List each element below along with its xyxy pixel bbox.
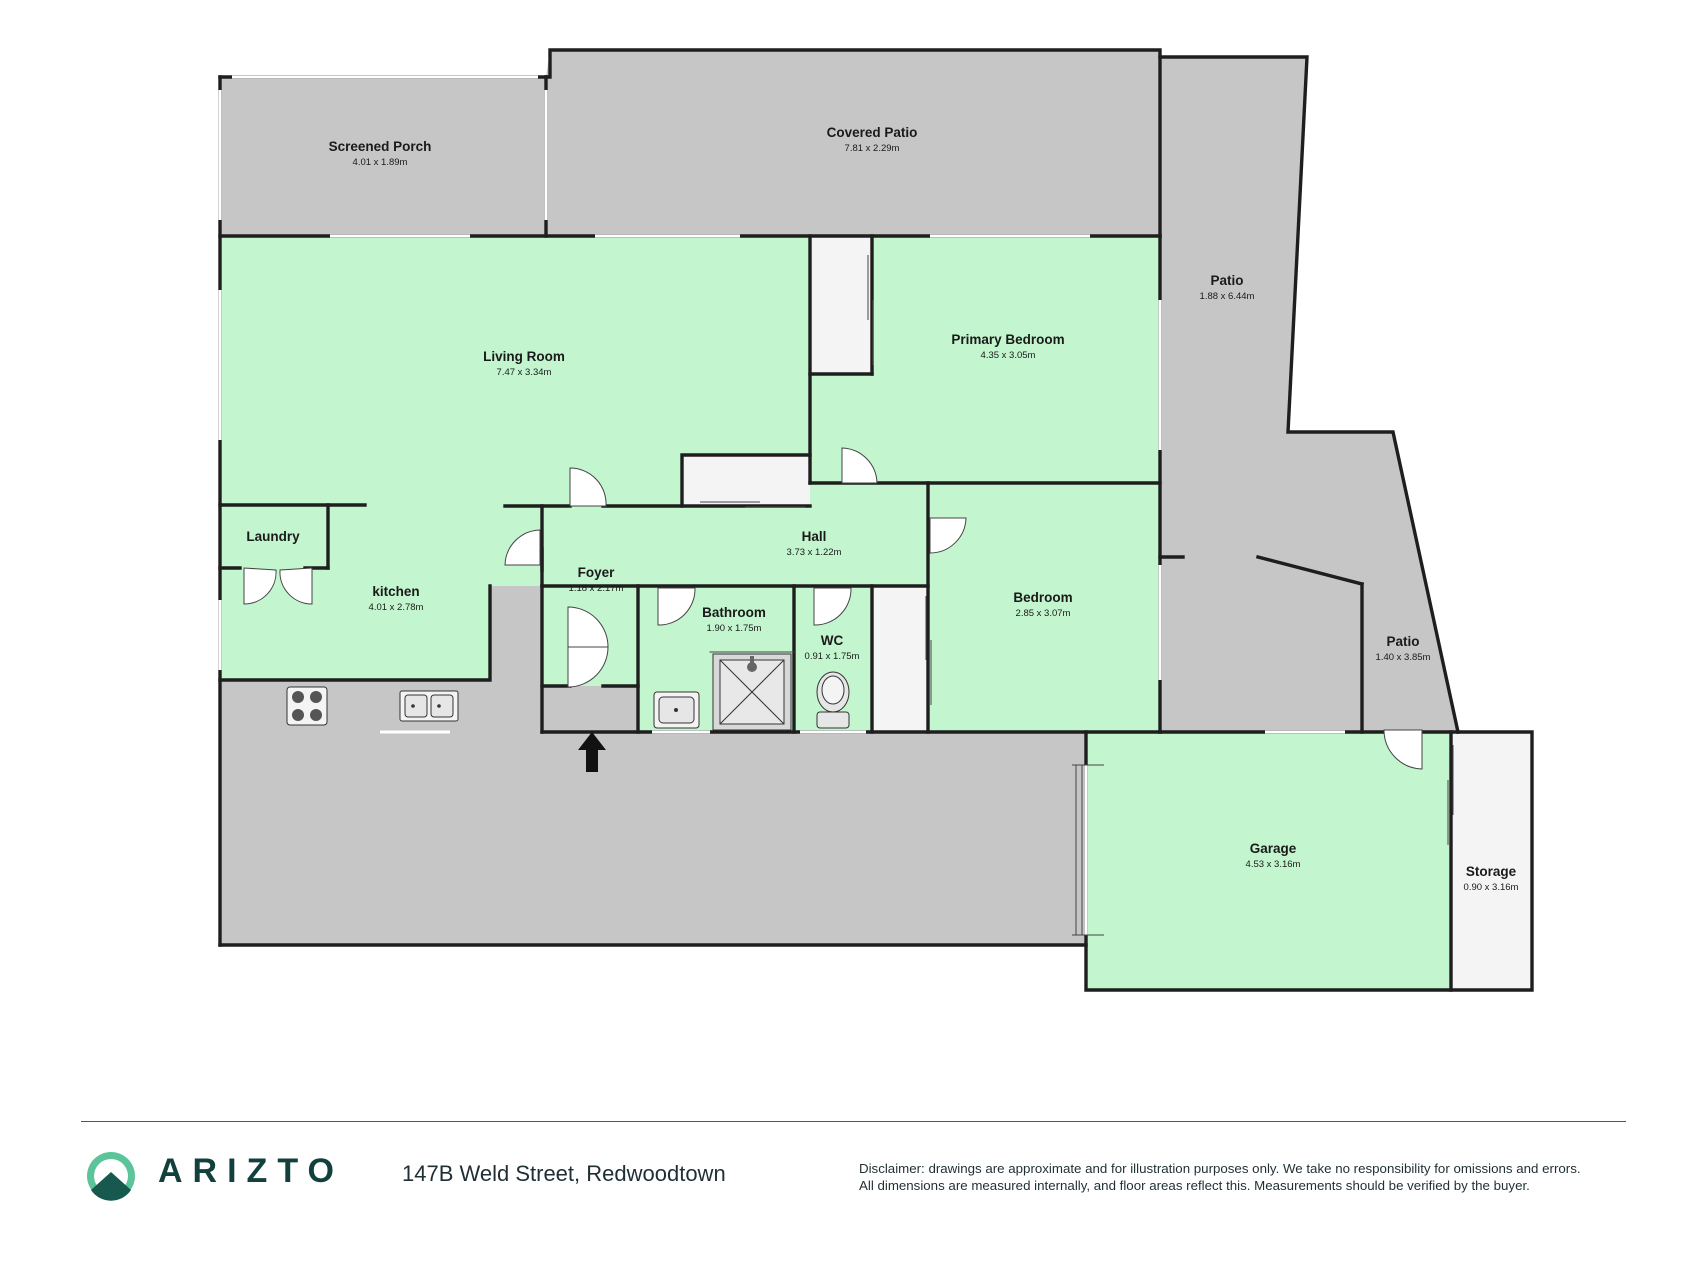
property-address: 147B Weld Street, Redwoodtown bbox=[402, 1161, 726, 1186]
foyer-entry-area bbox=[542, 686, 638, 732]
laundry-area bbox=[220, 505, 328, 568]
cooktop-icon bbox=[286, 686, 328, 726]
sliding-doors bbox=[700, 255, 1454, 936]
covered-patio-area bbox=[546, 50, 1160, 236]
primary-bedroom-area bbox=[810, 236, 1160, 483]
room-dims: 7.81 x 2.29m bbox=[845, 143, 900, 154]
room-name: kitchen bbox=[372, 584, 419, 599]
room-dims: 4.35 x 3.05m bbox=[981, 350, 1036, 361]
room-dims: 1.88 x 6.44m bbox=[1200, 291, 1255, 302]
room-labels: Screened Porch 4.01 x 1.89m Covered Pati… bbox=[246, 125, 1518, 893]
foyer-side-area bbox=[490, 586, 542, 686]
hall-area bbox=[542, 483, 928, 586]
brand-name: ARIZTO bbox=[158, 1152, 344, 1190]
disclaimer-line: All dimensions are measured internally, … bbox=[859, 1178, 1530, 1193]
room-name: Living Room bbox=[483, 349, 565, 364]
garage-area bbox=[1086, 732, 1451, 990]
closets bbox=[682, 236, 1532, 990]
disclaimer: Disclaimer: drawings are approximate and… bbox=[859, 1160, 1639, 1194]
brand-logo-icon bbox=[87, 1152, 135, 1201]
basin-icon bbox=[653, 691, 700, 729]
room-name: Laundry bbox=[246, 529, 300, 544]
screened-porch-area bbox=[220, 77, 546, 236]
room-dims: 4.53 x 3.16m bbox=[1246, 859, 1301, 870]
room-dims: 2.85 x 3.07m bbox=[1016, 608, 1071, 619]
room-dims: 0.91 x 1.75m bbox=[805, 651, 860, 662]
bedroom-wardrobe bbox=[872, 586, 928, 732]
bedroom-area bbox=[928, 483, 1160, 732]
swing-doors bbox=[243, 447, 1423, 770]
entry-arrow-icon bbox=[578, 732, 606, 772]
exterior-areas bbox=[220, 50, 1458, 945]
room-dims: 1.40 x 3.85m bbox=[1376, 652, 1431, 663]
floor-plan: Screened Porch 4.01 x 1.89m Covered Pati… bbox=[218, 48, 1534, 992]
room-name: WC bbox=[821, 633, 844, 648]
interior-areas bbox=[220, 236, 1451, 990]
linen-closet bbox=[682, 455, 810, 506]
windows bbox=[218, 75, 1345, 935]
room-name: Bathroom bbox=[702, 605, 766, 620]
double-sink-icon bbox=[399, 690, 459, 722]
disclaimer-line: Disclaimer: drawings are approximate and… bbox=[859, 1161, 1581, 1176]
room-dims: 0.90 x 3.16m bbox=[1464, 882, 1519, 893]
room-dims: 3.73 x 1.22m bbox=[787, 547, 842, 558]
shower-icon bbox=[712, 653, 792, 731]
room-name: Foyer bbox=[578, 565, 616, 580]
room-dims: 1.18 x 2.17m bbox=[569, 583, 624, 594]
living-kitchen-area bbox=[220, 236, 810, 680]
room-name: Hall bbox=[802, 529, 827, 544]
footer-divider bbox=[81, 1121, 1626, 1122]
room-name: Garage bbox=[1250, 841, 1297, 856]
room-dims: 1.90 x 1.75m bbox=[707, 623, 762, 634]
driveway-area bbox=[220, 732, 1086, 945]
room-name: Storage bbox=[1466, 864, 1517, 879]
room-name: Screened Porch bbox=[329, 139, 432, 154]
room-name: Primary Bedroom bbox=[951, 332, 1064, 347]
primary-wardrobe bbox=[810, 236, 872, 374]
room-dims: 4.01 x 1.89m bbox=[353, 157, 408, 168]
room-name: Covered Patio bbox=[827, 125, 918, 140]
patio-north-area bbox=[1160, 57, 1458, 732]
storage-area bbox=[1451, 732, 1532, 990]
kitchen-bench-area bbox=[220, 680, 542, 732]
toilet-icon bbox=[816, 671, 850, 729]
room-dims: 7.47 x 3.34m bbox=[497, 367, 552, 378]
room-name: Patio bbox=[1386, 634, 1419, 649]
room-dims: 4.01 x 2.78m bbox=[369, 602, 424, 613]
room-name: Bedroom bbox=[1013, 590, 1072, 605]
room-name: Patio bbox=[1210, 273, 1243, 288]
